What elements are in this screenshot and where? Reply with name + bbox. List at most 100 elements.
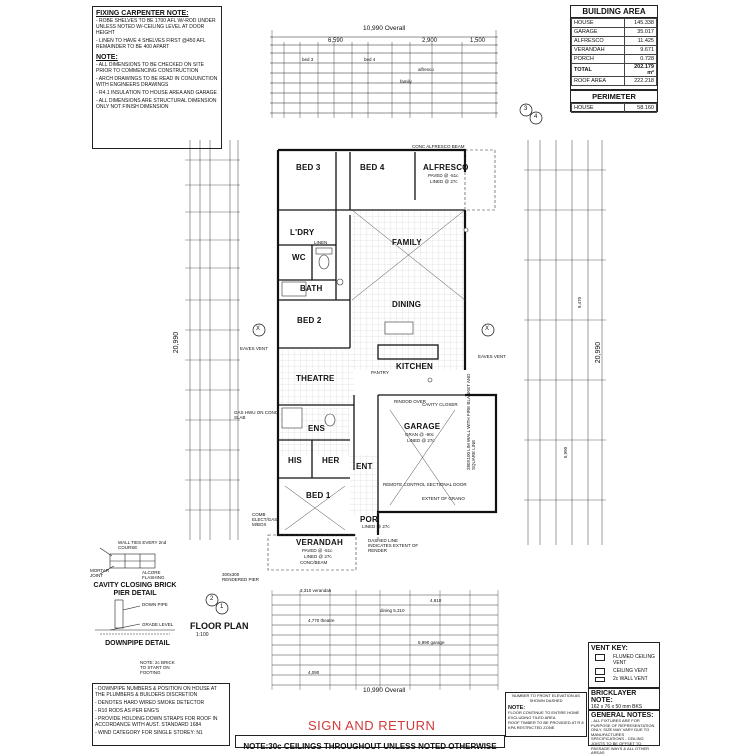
building-area-title: BUILDING AREA (571, 6, 657, 18)
general-notes-text: - ALL FIXTURES ARE FOR PURPOSE OF REPRES… (591, 718, 655, 756)
number-note: NUMBER TO FRONT ELEVATION AS SHOWN DASHE… (512, 693, 580, 703)
sign-and-return: SIGN AND RETURN (308, 718, 436, 733)
dim-bed4: bed 4 (364, 57, 376, 62)
carpenter-note-1: - ROBE SHELVES TO BE 1700 AFL W/-ROD UND… (96, 18, 216, 36)
verandah-paved: PAVED @ -51c (302, 548, 333, 553)
por-lined: LINED @ 27c (362, 524, 390, 529)
bottom-note-5: - WIND CATEGORY FOR SINGLE STOREY: N1 (95, 730, 203, 736)
grid-label-2: 2 (210, 596, 214, 602)
dim-6590: 6,590 (328, 38, 344, 44)
dashed-line-note: DASHED LINE INDICATES EXTENT OF RENDER (368, 538, 419, 553)
grade-level-label: GRADE LEVEL (142, 622, 174, 627)
note-item-1: - ALL DIMENSIONS TO BE CHECKED ON SITE P… (96, 62, 204, 74)
room-kitchen: KITCHEN (396, 362, 433, 371)
bricklayer-panel: BRICKLAYER NOTE: 162 x 76 x 50 mm BKS BR… (588, 688, 660, 716)
room-his: HIS (288, 456, 302, 465)
garage-gran: GRAN @ -90c (405, 432, 434, 437)
floor-note-text: FLOOR CONTINUE TO ENTIRE HOME EXCLUDING … (508, 710, 580, 720)
cavity-title: CAVITY CLOSING BRICK PIER DETAIL (93, 582, 177, 597)
down-pipe-label: DOWN PIPE (142, 602, 168, 607)
alcore-label: ALCORE FLASHING (142, 570, 165, 580)
dim-bottom-garage: 5,990 garage (418, 640, 445, 645)
dim-overall-left: 20,990 (173, 331, 181, 354)
grid-marker-1 (215, 601, 229, 615)
room-ent: ENT (356, 462, 373, 471)
remote-door: REMOTE CONTROL SECTIONAL DOOR (383, 482, 467, 487)
comb-elec: COMB ELECT/GAS M/BOX (252, 512, 278, 527)
vent-item-2: CEILING VENT (591, 668, 657, 675)
vent-key-panel: VENT KEY: FLUMED CEILING VENT CEILING VE… (588, 642, 660, 688)
dim-bed3: bed 3 (302, 57, 314, 62)
room-theatre: THEATRE (296, 374, 335, 383)
room-alfresco: ALFRESCO (423, 163, 469, 172)
verandah-lined: LINED @ 27c (304, 554, 332, 559)
cavity-detail-drawing (99, 547, 156, 575)
bottom-note-2: - DENOTES HARD WIRED SMOKE DETECTOR (95, 700, 205, 706)
dim-right-5990: 5,990 (563, 446, 569, 459)
room-bath: BATH (300, 284, 323, 293)
wall-vent-icon (595, 677, 605, 682)
general-notes-title: GENERAL NOTES: (591, 712, 654, 719)
vent-key-title: VENT KEY: (591, 645, 628, 652)
gas-hwu: GAS HWU ON CONC SLAB (234, 410, 279, 420)
rendered-pier: 300x300 RENDERED PIER (222, 572, 260, 582)
floor-plan-title: FLOOR PLAN (190, 621, 249, 631)
grid-marker-3 (519, 103, 533, 117)
cavity-closer: CAVITY CLOSER (422, 402, 458, 407)
retaining-note: 280X100 LIM WALL WITH FIRE BLANKET AND S… (466, 373, 476, 470)
linen-label: LINEN (314, 240, 328, 245)
grid-marker-2 (205, 593, 219, 607)
dim-bottom-4770: 4,770 theatre (308, 618, 335, 623)
dim-bottom-4810: 4,810 (430, 598, 442, 603)
wall-ties-label: WALL TIES EVERY 2nd COURSE (118, 540, 167, 550)
alfresco-beam: CONC ALFRESCO BEAM (412, 144, 465, 149)
note-item-2: - ARCH DRAWINGS TO BE READ IN CONJUNCTIO… (96, 76, 218, 88)
downpipe-drawing (95, 599, 175, 635)
carpenter-note-2: - LINEN TO HAVE 4 SHELVES FIRST @450 AFL… (96, 38, 206, 50)
ceiling-vent-icon (595, 668, 605, 675)
dim-bottom-4090: 4,090 (308, 670, 320, 675)
bottom-note-1: - DOWNPIPE NUMBERS & POSITION ON HOUSE A… (95, 686, 217, 698)
room-por: POR (360, 515, 378, 524)
note-item-4: - ALL DIMENSIONS ARE STRUCTURAL DIMENSIO… (96, 98, 217, 110)
dim-overall-top: 10,990 Overall (363, 25, 406, 32)
room-bed3: BED 3 (296, 163, 321, 172)
bottom-note-3: - R10 RODS AS PER ENG'S (95, 708, 160, 714)
general-notes-panel: GENERAL NOTES: - ALL FIXTURES ARE FOR PU… (588, 710, 660, 755)
garage-lined: LINED @ 27c (407, 438, 435, 443)
downpipe-title: DOWNPIPE DETAIL (105, 640, 170, 647)
grid-marker-x-left (252, 323, 266, 337)
vent-item-3: 2c WALL VENT (591, 676, 657, 682)
floor-note-title: NOTE: (508, 705, 526, 712)
vent-item-1: FLUMED CEILING VENT (591, 654, 657, 666)
eaves-vent-right: EAVES VENT (478, 354, 506, 359)
dim-alfresco: alfresco (418, 67, 434, 72)
room-ens: ENS (308, 424, 326, 433)
general-note-title: NOTE: (96, 54, 118, 61)
room-bed2: BED 2 (297, 316, 322, 325)
dim-right-20990: 20,990 (595, 341, 603, 364)
dim-overall-bottom: 10,990 Overall (363, 687, 406, 694)
room-garage: GARAGE (404, 422, 441, 431)
floor-note-panel: NUMBER TO FRONT ELEVATION AS SHOWN DASHE… (505, 692, 587, 737)
verandah-beam: CONC/BEAM (300, 560, 328, 565)
grid-label-4: 4 (534, 114, 538, 120)
mortar-label: MORTAR JOINT (90, 568, 110, 578)
roof-note-text: ROOF TIMBER TO BE PROVIDED AT R 8 KPA RE… (508, 720, 584, 730)
rinood-label: RINOOD OVER (394, 399, 427, 404)
room-wc: WC (292, 253, 306, 262)
room-verandah: VERANDAH (296, 538, 343, 547)
perimeter-title: PERIMETER (571, 91, 657, 103)
grid-marker-4 (529, 111, 543, 125)
room-family: FAMILY (392, 238, 422, 247)
pantry-label: PANTRY (371, 370, 389, 375)
bricklayer-title: BRICKLAYER NOTE: (591, 690, 637, 704)
alfresco-paved: PAVED @ -51c (428, 173, 459, 178)
floor-plan-scale: 1:100 (196, 632, 209, 638)
dim-2900: 2,900 (422, 38, 438, 44)
